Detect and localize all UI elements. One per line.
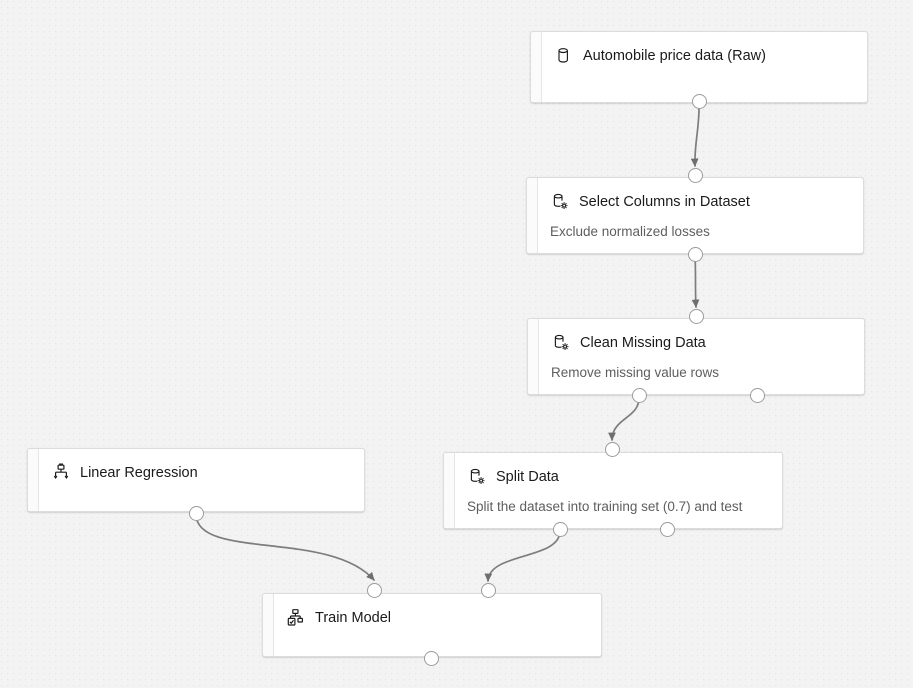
node-accent-strip [528,319,539,394]
node-subtitle: Remove missing value rows [551,365,720,380]
port-output-output-port-cleaning-transformation[interactable] [749,387,765,403]
node-title: Clean Missing Data [580,335,706,351]
node-title: Select Columns in Dataset [579,194,750,210]
node-subtitle: Split the dataset into training set (0.7… [467,499,743,514]
node-title-row: Linear Regression [51,463,350,483]
port-output-output-port-trained-model[interactable] [423,650,439,666]
node-title: Automobile price data (Raw) [583,48,766,64]
port-output-output-port-results-dataset1[interactable] [552,521,568,537]
edge-select-columns-to-clean-missing[interactable] [691,254,700,308]
node-linear-regression[interactable]: Linear Regression [27,448,365,512]
model-hierarchy-icon [51,463,71,483]
node-accent-strip [444,453,455,528]
train-model-icon [286,608,306,628]
node-body: Automobile price data (Raw) [542,32,867,102]
port-output-output-port[interactable] [691,93,707,109]
edge-automobile-to-select-columns[interactable] [690,101,700,167]
node-title-row: Automobile price data (Raw) [554,46,853,66]
port-output-output-port-untrained-model[interactable] [188,505,204,521]
node-accent-strip [531,32,542,102]
dataset-icon [554,46,574,66]
node-subtitle: Exclude normalized losses [550,224,710,239]
edge-linear-regression-to-train-model[interactable] [195,514,375,581]
node-title-row: Clean Missing Data [551,333,850,353]
node-title-row: Train Model [286,608,587,628]
node-title: Train Model [315,610,392,626]
port-input-input-port[interactable] [688,308,704,324]
port-output-output-port-results-dataset2[interactable] [659,521,675,537]
dataset-gear-icon [467,467,487,487]
port-input-input-port[interactable] [687,167,703,183]
node-automobile-price-data-raw[interactable]: Automobile price data (Raw) [530,31,868,103]
edge-split-data-to-train-model[interactable] [484,530,561,582]
node-title: Linear Regression [80,465,198,481]
port-output-output-port-cleaned-dataset[interactable] [631,387,647,403]
dataset-gear-icon [551,333,571,353]
node-accent-strip [527,178,538,253]
port-output-output-port[interactable] [687,246,703,262]
edge-clean-missing-to-split-data[interactable] [608,396,640,441]
node-accent-strip [263,594,274,656]
node-title: Split Data [496,469,559,485]
node-title-row: Split Data [467,467,768,487]
node-body: Linear Regression [39,449,364,511]
port-input-input-port-untrained-model[interactable] [366,582,382,598]
port-input-input-port-dataset[interactable] [480,582,496,598]
port-input-input-port[interactable] [604,441,620,457]
node-accent-strip [28,449,39,511]
node-title-row: Select Columns in Dataset [550,192,849,212]
dataset-gear-icon [550,192,570,212]
node-train-model[interactable]: Train Model [262,593,602,657]
node-body: Train Model [274,594,601,656]
